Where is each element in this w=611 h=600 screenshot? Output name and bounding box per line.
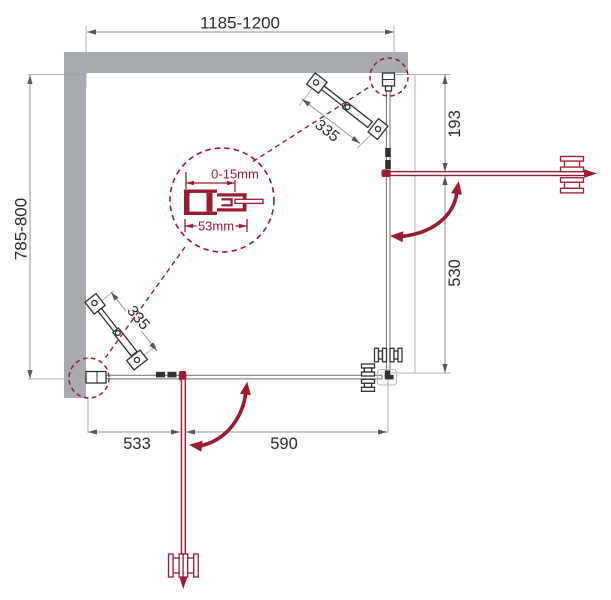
hinge-bottom-left — [156, 371, 165, 378]
corner-joint — [377, 369, 397, 386]
dim-depth-label: 785-800 — [12, 198, 31, 260]
door-open-bottom — [167, 378, 199, 589]
top-wall — [64, 52, 408, 73]
handle-right-door-open — [559, 155, 585, 194]
dim-support-bottom-line — [110, 291, 158, 352]
hinge-bottom-right — [167, 371, 177, 378]
panel-clamp-bottom — [125, 349, 149, 371]
swing-arc-bottom — [199, 390, 248, 448]
dim-bottom-door-label: 590 — [270, 435, 298, 453]
hinges — [156, 148, 391, 381]
panel-clamp-top — [367, 117, 389, 141]
hinge-right-lower — [385, 160, 391, 169]
door-edge-arrow-right — [584, 169, 597, 178]
detail-adjustment-label: 0-15mm — [211, 167, 259, 182]
dim-width-label: 1185-1200 — [200, 14, 280, 33]
swing-arc-right — [401, 191, 459, 239]
dim-bottom-fixed-label: 533 — [123, 435, 151, 453]
wall-bracket-top — [381, 72, 396, 92]
fixed-panels — [85, 72, 396, 384]
detail-dim-profile-width — [184, 219, 248, 232]
glass-in-profile — [234, 198, 264, 205]
callout-leader-bottom — [104, 246, 186, 358]
wall-bracket-left — [85, 370, 107, 384]
pivot-right-door — [381, 169, 391, 177]
walls — [64, 52, 408, 398]
left-wall — [64, 52, 86, 398]
callout-leader-top — [252, 84, 372, 163]
callout-circle-left-bracket — [68, 357, 110, 399]
handle-bottom-door-open — [167, 553, 199, 578]
callout-circle-top-bracket — [369, 57, 409, 97]
dimension-lines — [27, 29, 448, 435]
dim-support-top-line — [301, 98, 361, 144]
hinge-right-upper — [385, 148, 391, 157]
profile-cross-section — [184, 189, 264, 215]
door-open-right — [389, 155, 597, 194]
fixed-panel-bottom — [105, 374, 383, 380]
dim-right-fixed-label: 193 — [446, 110, 464, 138]
detail-dim-adjustment — [185, 172, 236, 192]
pivot-bottom-door — [178, 371, 187, 381]
fixed-panel-right — [385, 87, 391, 373]
handle-bottom-door-closed — [360, 363, 376, 392]
detail-profile-width-label: 53mm — [198, 219, 234, 234]
detail-callout: 0-15mm 53mm — [68, 57, 409, 399]
swing-arcs — [189, 181, 462, 452]
dim-support-bottom-label: 335 — [123, 303, 153, 334]
dim-right-door-label: 530 — [446, 259, 464, 287]
handle-right-door-closed — [373, 347, 403, 363]
support-bar-bottom — [84, 292, 149, 371]
door-edge-arrow-bottom — [179, 576, 188, 589]
detail-circle — [169, 147, 275, 253]
